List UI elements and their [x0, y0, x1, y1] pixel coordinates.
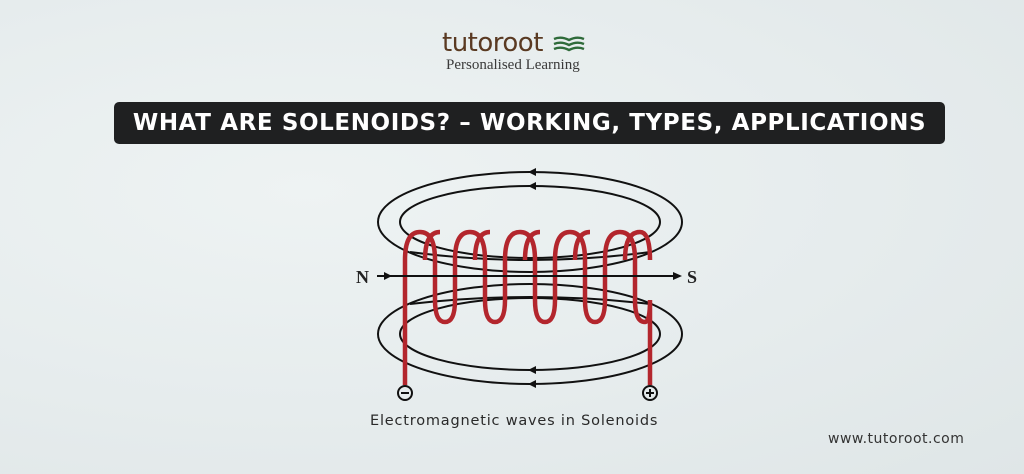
positive-terminal-icon — [642, 385, 658, 401]
title-banner: WHAT ARE SOLENOIDS? – WORKING, TYPES, AP… — [114, 102, 945, 144]
page-title: WHAT ARE SOLENOIDS? – WORKING, TYPES, AP… — [132, 110, 927, 136]
negative-terminal-icon — [397, 385, 413, 401]
diagram-caption: Electromagnetic waves in Solenoids — [370, 413, 659, 429]
logo-wordmark: tutoroot — [442, 28, 543, 58]
field-arrows — [528, 168, 536, 388]
solenoid-diagram: N S — [356, 168, 697, 401]
south-pole-label: S — [687, 267, 697, 287]
north-pole-label: N — [356, 267, 369, 287]
book-icon — [553, 36, 585, 52]
tutoroot-logo: tutoroot Personalised Learning — [442, 30, 592, 74]
coil — [402, 229, 653, 385]
logo-tagline: Personalised Learning — [446, 57, 580, 73]
website-url: www.tutoroot.com — [828, 431, 965, 447]
